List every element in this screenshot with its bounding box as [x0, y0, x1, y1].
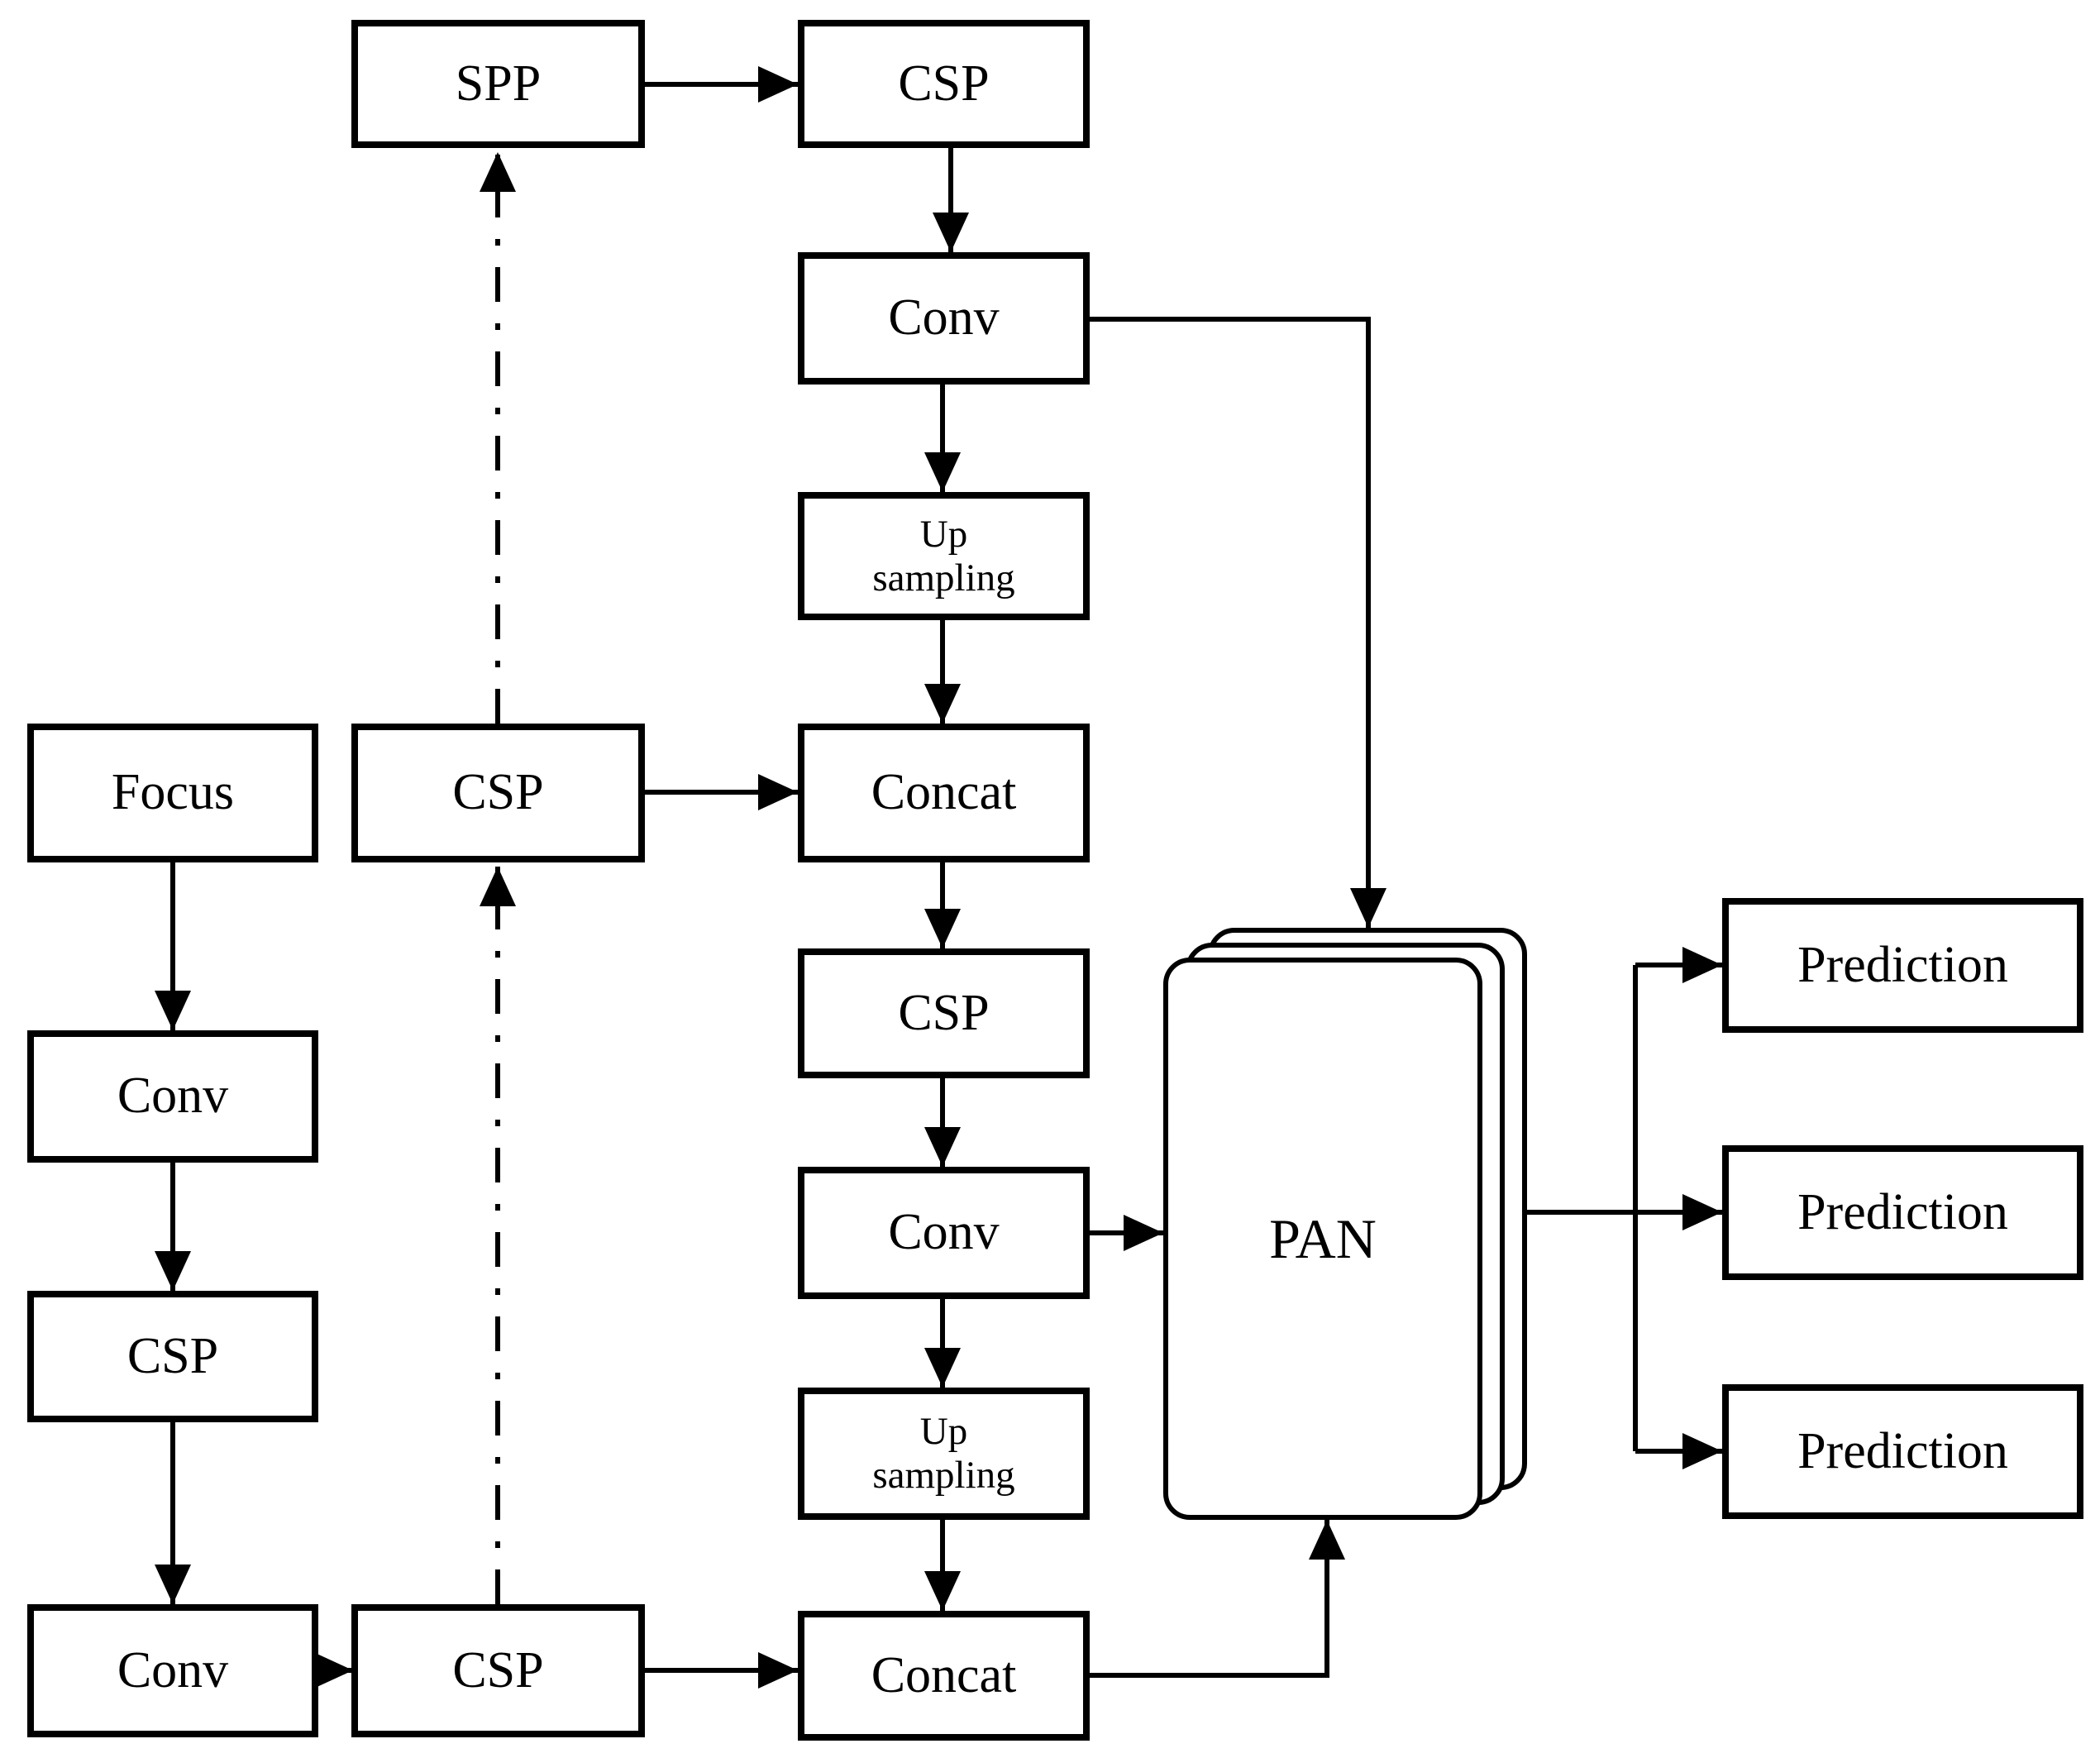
node-prediction-1: Prediction — [1722, 898, 2083, 1033]
node-conv-left1: Conv — [27, 1030, 318, 1163]
node-upsampling-top: Up sampling — [798, 492, 1090, 620]
node-concat-bottom: Concat — [798, 1611, 1090, 1741]
node-concat-mid: Concat — [798, 724, 1090, 862]
node-prediction-2: Prediction — [1722, 1145, 2083, 1280]
node-upsampling-bottom: Up sampling — [798, 1388, 1090, 1520]
node-csp-mid: CSP — [798, 948, 1090, 1078]
node-pan: PAN — [1163, 958, 1482, 1520]
node-csp-col2-bottom: CSP — [351, 1604, 645, 1737]
arrow-concat-to-pan-bottom — [1090, 1520, 1345, 1678]
node-conv-top: Conv — [798, 252, 1090, 385]
node-conv-mid: Conv — [798, 1167, 1090, 1299]
node-focus: Focus — [27, 724, 318, 862]
arrow-conv-skip-to-pan-top — [1090, 317, 1386, 928]
node-csp-left: CSP — [27, 1291, 318, 1422]
node-csp-col2-mid: CSP — [351, 724, 645, 862]
node-spp: SPP — [351, 20, 645, 148]
node-conv-left2: Conv — [27, 1604, 318, 1737]
node-prediction-3: Prediction — [1722, 1384, 2083, 1519]
node-csp-top: CSP — [798, 20, 1090, 148]
